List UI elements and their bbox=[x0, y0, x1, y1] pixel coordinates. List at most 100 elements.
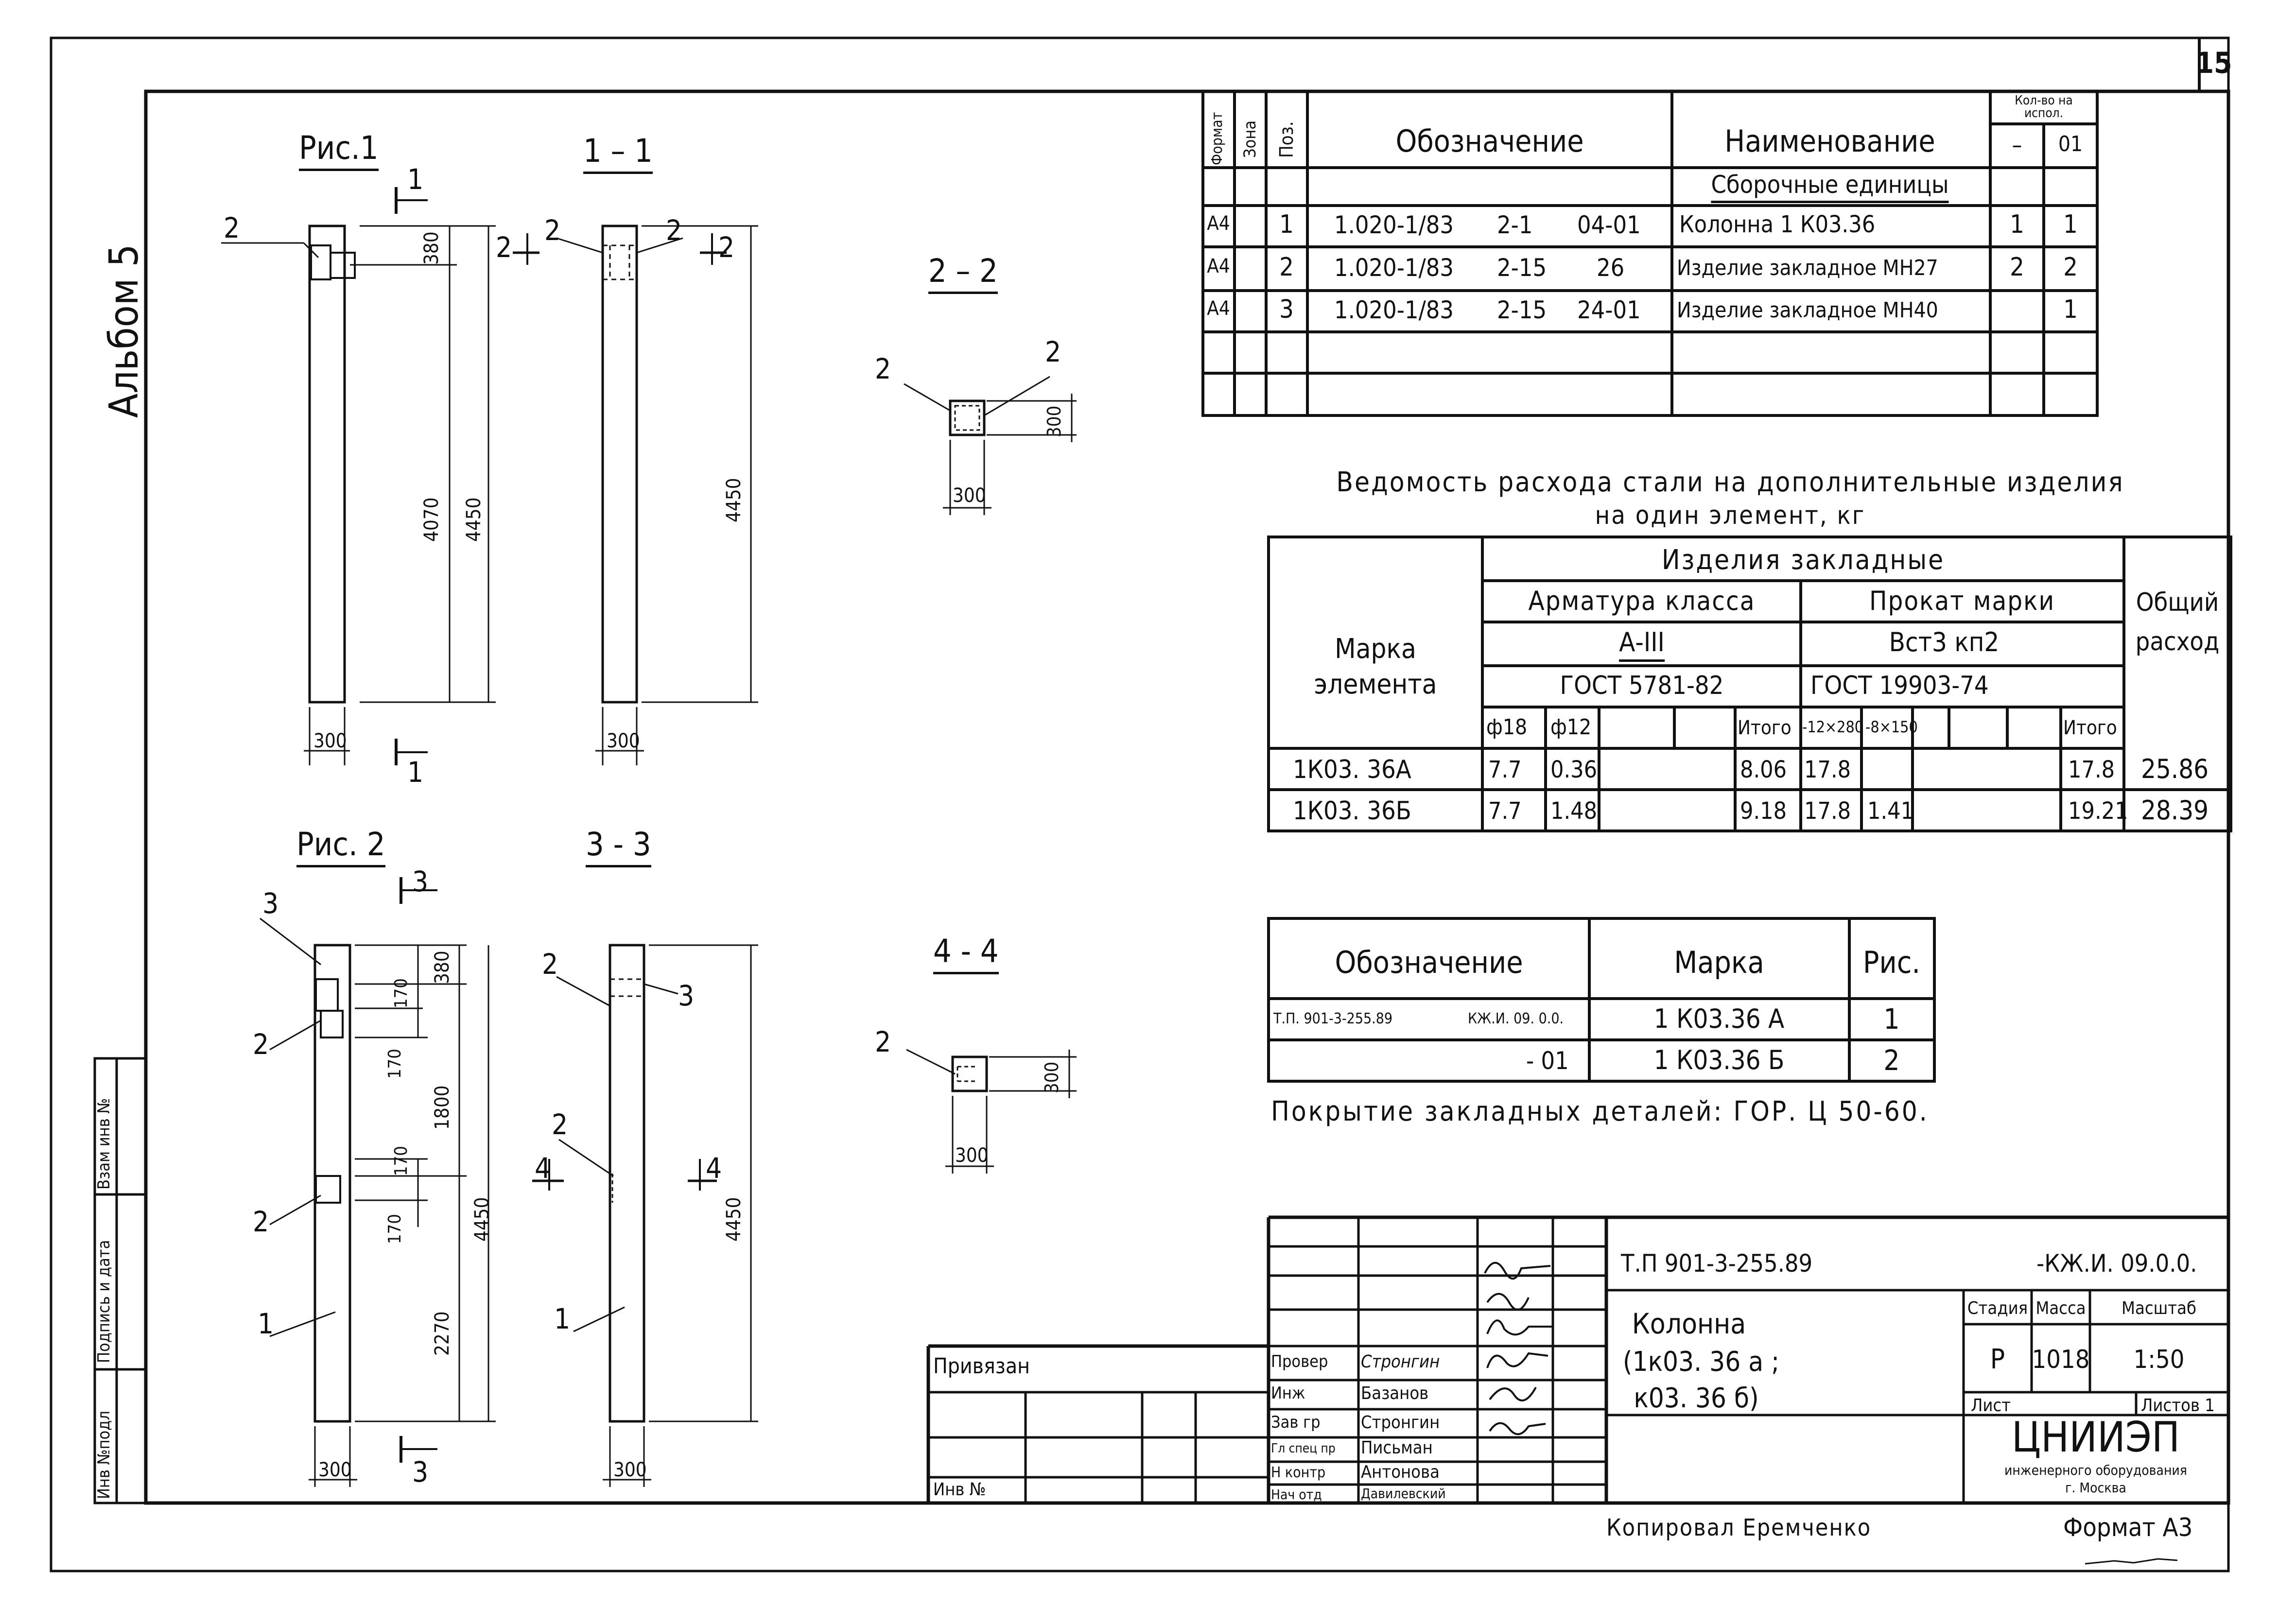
callout-pos-1: 1 bbox=[554, 1302, 571, 1335]
marks-row-fig: 1 bbox=[1883, 1002, 1900, 1036]
marks-row-mark: 1 К03.36 Б bbox=[1653, 1045, 1785, 1075]
spec-row-q1: 1 bbox=[2010, 210, 2024, 239]
role-name: Стронгин bbox=[1361, 1352, 1440, 1372]
role-label: Инж bbox=[1271, 1383, 1305, 1403]
marks-row-mark: 1 К03.36 А bbox=[1653, 1003, 1785, 1034]
title-org: ЦНИИЭП bbox=[2011, 1413, 2180, 1462]
spec-row-code: 26 bbox=[1597, 254, 1625, 282]
steel-header-embedded: Изделия закладные bbox=[1661, 544, 1945, 576]
steel-row-total: 28.39 bbox=[2141, 795, 2209, 826]
steel-row-total1: 9.18 bbox=[1740, 797, 1787, 825]
spec-row-format: А4 bbox=[1207, 297, 1230, 320]
cut-mark-3-top: 3 bbox=[412, 865, 429, 898]
side-stamp-inv-repl: Взам инв № bbox=[94, 1098, 114, 1190]
spec-header-pos: Поз. bbox=[1276, 121, 1297, 158]
side-stamp-frame bbox=[93, 1057, 147, 1504]
spec-row-format: А4 bbox=[1207, 255, 1230, 277]
cut-mark-4-left: 4 bbox=[535, 1152, 551, 1185]
title-inv: Инв № bbox=[933, 1480, 986, 1500]
spec-row-sheet: 2-15 bbox=[1497, 254, 1547, 282]
dim-300: 300 bbox=[607, 730, 640, 752]
spec-row-sheet: 2-15 bbox=[1497, 296, 1547, 324]
steel-header-rolled-gost: ГОСТ 19903-74 bbox=[1810, 671, 1989, 700]
signatures bbox=[1484, 1261, 1553, 1435]
spec-row-q2: 1 bbox=[2063, 295, 2078, 324]
title-stage-header: Стадия bbox=[1967, 1298, 2028, 1318]
steel-table-grid bbox=[1267, 536, 2232, 832]
marks-header-fig: Рис. bbox=[1862, 945, 1921, 980]
title-object-name-2: (1к03. 36 а ; bbox=[1622, 1346, 1780, 1378]
role-label: Провер bbox=[1271, 1352, 1328, 1371]
fig1-column-outline bbox=[308, 225, 346, 704]
callout-pos-2: 2 bbox=[666, 214, 682, 247]
dim-2270: 2270 bbox=[431, 1311, 453, 1356]
dim-1800: 1800 bbox=[431, 1085, 453, 1130]
spec-row-sheet: 2-1 bbox=[1497, 211, 1533, 239]
dim-170: 170 bbox=[385, 1214, 405, 1244]
role-name: Антонова bbox=[1361, 1462, 1440, 1482]
callout-pos-2: 2 bbox=[875, 1025, 891, 1058]
fig2-title: Рис. 2 bbox=[296, 826, 385, 867]
spec-header-qty-01: 01 bbox=[2058, 132, 2083, 156]
steel-sub-f18: ф18 bbox=[1486, 715, 1528, 740]
role-name: Давилевский bbox=[1361, 1486, 1446, 1502]
steel-table-title: Ведомость расхода стали на дополнительны… bbox=[1336, 467, 2124, 498]
spec-row-pos: 3 bbox=[1279, 295, 1294, 324]
cut-mark-2-right: 2 bbox=[718, 231, 735, 264]
spec-row-pos: 2 bbox=[1279, 253, 1294, 282]
steel-row-f12: 1.48 bbox=[1550, 797, 1598, 825]
steel-sub-plate8: -8×150 bbox=[1865, 718, 1918, 736]
side-stamp-sign-date: Подпись и дата bbox=[94, 1240, 114, 1363]
dim-170: 170 bbox=[385, 1049, 405, 1079]
dim-380: 380 bbox=[420, 231, 443, 265]
inner-frame bbox=[144, 89, 2230, 1505]
sheet-number: 15 bbox=[2195, 46, 2232, 80]
callout-pos-3: 3 bbox=[678, 979, 695, 1012]
spec-row-q2: 2 bbox=[2063, 253, 2078, 282]
section-1-1-title: 1 – 1 bbox=[583, 132, 653, 174]
dim-4070: 4070 bbox=[420, 497, 443, 542]
spec-row-doc: 1.020-1/83 bbox=[1334, 254, 1454, 282]
marks-table-grid bbox=[1267, 917, 1936, 1083]
spec-row-doc: 1.020-1/83 bbox=[1334, 296, 1454, 324]
role-name: Письман bbox=[1361, 1438, 1433, 1458]
marks-header-mark: Марка bbox=[1674, 945, 1764, 980]
steel-row-plate12: 17.8 bbox=[1804, 756, 1851, 783]
steel-row-plate8: 1.41 bbox=[1867, 797, 1914, 825]
cut-mark-3-bottom: 3 bbox=[412, 1455, 429, 1488]
callout-pos-3: 3 bbox=[262, 887, 279, 920]
section-4-4-title: 4 - 4 bbox=[933, 933, 999, 974]
cut-mark-4-right: 4 bbox=[706, 1152, 722, 1185]
coating-note: Покрытие закладных деталей: ГОР. Ц 50-60… bbox=[1271, 1096, 1929, 1127]
spec-row-code: 04-01 bbox=[1577, 211, 1641, 239]
steel-header-rebar-class: Арматура класса bbox=[1528, 586, 1756, 616]
title-bound: Привязан bbox=[933, 1354, 1030, 1379]
steel-header-total: Общий расход bbox=[2135, 588, 2220, 657]
spec-header-name: Наименование bbox=[1724, 123, 1935, 159]
steel-sub-total2: Итого bbox=[2063, 717, 2117, 739]
fig1-title: Рис.1 bbox=[299, 129, 379, 171]
steel-row-f18: 7.7 bbox=[1488, 797, 1522, 825]
callout-pos-2: 2 bbox=[253, 1028, 269, 1061]
dim-300: 300 bbox=[953, 484, 986, 507]
dim-4450: 4450 bbox=[723, 1197, 745, 1242]
spec-header-qty: Кол-во на испол. bbox=[2015, 93, 2073, 121]
steel-row-plate12: 17.8 bbox=[1804, 797, 1851, 825]
title-org-sub2: г. Москва bbox=[2065, 1480, 2126, 1496]
callout-pos-2: 2 bbox=[875, 352, 891, 385]
role-label: Зав гр bbox=[1271, 1413, 1321, 1432]
dim-170: 170 bbox=[391, 1146, 411, 1176]
callout-pos-1: 1 bbox=[258, 1307, 274, 1340]
dim-300: 300 bbox=[313, 730, 347, 752]
steel-header-rolled-steel: Вст3 кп2 bbox=[1889, 627, 2000, 657]
bottom-scribble bbox=[2085, 1558, 2178, 1565]
spec-row-q1: 2 bbox=[2010, 253, 2024, 282]
album-label: Альбом 5 bbox=[101, 244, 147, 418]
marks-row-des-b: КЖ.И. 09. 0.0. bbox=[1468, 1010, 1564, 1027]
callout-pos-2: 2 bbox=[224, 211, 240, 244]
steel-header-rolled-grade: Прокат марки bbox=[1869, 586, 2055, 616]
title-mass-header: Масса bbox=[2035, 1298, 2086, 1318]
callout-pos-2: 2 bbox=[542, 948, 558, 981]
spec-header-qty-dash: – bbox=[2012, 132, 2022, 158]
